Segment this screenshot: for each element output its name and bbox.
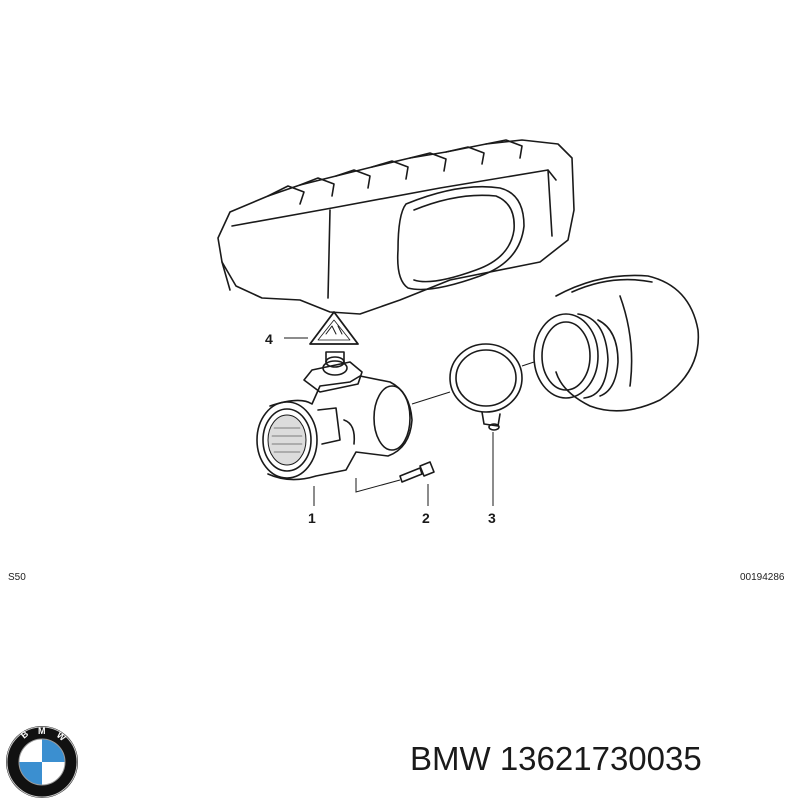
engine-code: S50 xyxy=(8,572,26,583)
air-filter-housing xyxy=(217,139,575,315)
callout-1: 1 xyxy=(308,510,316,526)
air-mass-meter xyxy=(256,351,413,481)
part-caption: BMW 13621730035 xyxy=(410,740,702,778)
warning-label xyxy=(309,311,359,345)
hose-clamp xyxy=(449,343,523,431)
brand-name: BMW xyxy=(410,740,491,777)
bmw-logo: B M W xyxy=(6,726,78,798)
leader-lines xyxy=(284,337,535,506)
drawing-number: 00194286 xyxy=(740,572,785,583)
callout-2: 2 xyxy=(422,510,430,526)
intake-boot xyxy=(533,274,700,412)
part-number: 13621730035 xyxy=(499,740,702,777)
callout-4: 4 xyxy=(265,331,273,347)
logo-letter-m: M xyxy=(38,726,46,736)
screw xyxy=(399,461,435,483)
logo-letter-b: B xyxy=(19,728,31,740)
callout-3: 3 xyxy=(488,510,496,526)
